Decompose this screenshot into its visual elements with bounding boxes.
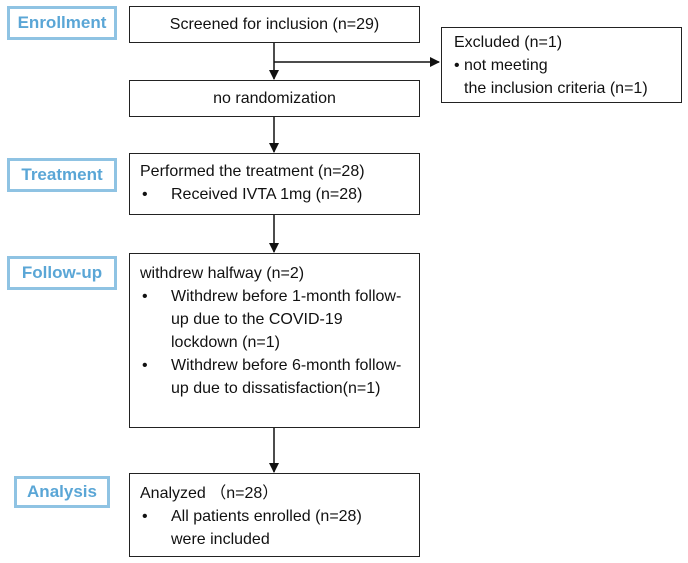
treatment-list: • Received IVTA 1mg (n=28) xyxy=(130,183,419,206)
analysis-item-text: All patients enrolled (n=28) were includ… xyxy=(171,508,362,548)
treatment-title: Performed the treatment (n=28) xyxy=(140,163,365,180)
stage-label-treatment: Treatment xyxy=(7,158,117,192)
stage-label-analysis: Analysis xyxy=(14,476,110,508)
follow-up-item-text: Withdrew before 6-month follow-up due to… xyxy=(171,357,402,397)
list-item: • All patients enrolled (n=28) were inclu… xyxy=(140,505,379,551)
excluded-line-2: the inclusion criteria (n=1) xyxy=(464,80,648,97)
analysis-list: • All patients enrolled (n=28) were inclu… xyxy=(130,505,419,551)
randomization-box: no randomization xyxy=(129,80,420,117)
stage-label-enrollment: Enrollment xyxy=(7,6,117,40)
bullet-icon: • xyxy=(142,508,148,525)
excluded-line-1: not meeting xyxy=(464,57,548,74)
follow-up-box: withdrew halfway (n=2) • Withdrew before … xyxy=(129,253,420,428)
excluded-box: Excluded (n=1) •not meeting the inclusio… xyxy=(441,27,682,103)
follow-up-item-text: Withdrew before 1-month follow-up due to… xyxy=(171,288,402,351)
treatment-box: Performed the treatment (n=28) • Received… xyxy=(129,153,420,215)
randomization-text: no randomization xyxy=(213,90,336,107)
excluded-item: •not meeting xyxy=(442,54,681,77)
bullet-icon: • xyxy=(142,186,148,203)
follow-up-list: • Withdrew before 1-month follow-up due t… xyxy=(130,285,419,400)
bullet-icon: • xyxy=(142,288,148,305)
list-item: • Received IVTA 1mg (n=28) xyxy=(140,183,419,206)
follow-up-title: withdrew halfway (n=2) xyxy=(140,265,305,282)
treatment-item-text: Received IVTA 1mg (n=28) xyxy=(171,186,363,203)
list-item: • Withdrew before 1-month follow-up due t… xyxy=(140,285,411,354)
analysis-title: Analyzed （n=28） xyxy=(140,485,279,502)
bullet-icon: • xyxy=(142,357,148,374)
analysis-box: Analyzed （n=28） • All patients enrolled (… xyxy=(129,473,420,557)
stage-label-follow-up: Follow-up xyxy=(7,256,117,290)
excluded-title: Excluded (n=1) xyxy=(454,34,563,51)
bullet-icon: • xyxy=(454,57,460,74)
screened-text: Screened for inclusion (n=29) xyxy=(169,16,380,33)
list-item: • Withdrew before 6-month follow-up due t… xyxy=(140,354,411,400)
screened-box: Screened for inclusion (n=29) xyxy=(129,6,420,43)
